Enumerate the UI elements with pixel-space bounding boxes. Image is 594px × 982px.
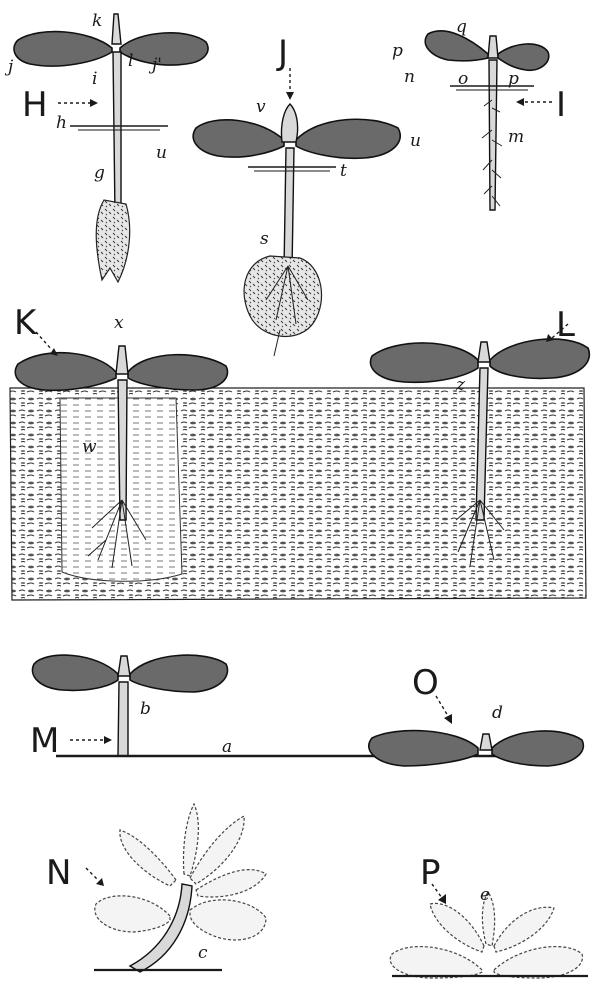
- soil-block: [10, 388, 586, 600]
- cotyledon-left: [32, 655, 118, 690]
- label-o: o: [458, 69, 468, 89]
- label-p-left: p: [392, 41, 403, 61]
- label-u-h: u: [156, 143, 167, 163]
- arrowhead: [516, 98, 524, 106]
- pointer-arrow: [36, 332, 52, 350]
- label-a: a: [222, 737, 232, 757]
- label-g: g: [94, 163, 105, 183]
- seedling-o: O d: [369, 663, 584, 766]
- label-n: n: [404, 67, 415, 87]
- seedling-p: P e: [390, 853, 588, 978]
- caption-h: H: [22, 85, 48, 125]
- caption-n: N: [46, 853, 71, 893]
- seedling-h: H k l j j' i h u g: [4, 11, 208, 282]
- cotyledon-right: [296, 119, 400, 158]
- root-clump: [244, 256, 321, 336]
- cotyledon-left: [15, 353, 116, 391]
- caption-j: J: [276, 33, 288, 73]
- arrowhead: [104, 736, 112, 744]
- plumule: [478, 342, 490, 362]
- plumule: [116, 346, 128, 374]
- leaf-upper-left: [120, 830, 176, 886]
- label-x: x: [114, 313, 124, 333]
- arrowhead: [90, 99, 98, 107]
- base-leaf-right: [494, 947, 582, 978]
- cotyledon-right: [190, 900, 266, 940]
- cotyledon-left: [193, 120, 284, 157]
- arrowhead: [438, 894, 446, 904]
- caption-p: P: [420, 853, 441, 893]
- cotyledon-right: [492, 731, 583, 766]
- label-k: k: [92, 11, 102, 31]
- seedling-n: N c: [46, 804, 266, 972]
- seed-coat-right: [498, 44, 549, 70]
- hypocotyl: [118, 682, 128, 756]
- label-h: h: [56, 113, 67, 133]
- plumule: [488, 36, 498, 58]
- caption-i: I: [556, 85, 566, 125]
- hypocotyl: [113, 52, 121, 215]
- caption-m: M: [30, 721, 59, 761]
- root-clump: [96, 200, 129, 282]
- label-c: c: [198, 943, 208, 963]
- label-e: e: [480, 885, 490, 905]
- seedling-i: I p q n o p m: [392, 17, 566, 210]
- caption-k: K: [14, 303, 38, 343]
- label-v: v: [256, 97, 266, 117]
- cotyledon-right: [130, 655, 228, 692]
- label-t: t: [340, 161, 347, 181]
- label-u-j: u: [410, 131, 421, 151]
- arrowhead: [286, 92, 294, 100]
- label-q: q: [456, 17, 467, 37]
- label-d: d: [492, 703, 503, 723]
- label-i: i: [92, 69, 97, 89]
- arrowhead: [96, 878, 104, 886]
- label-j-left: j: [4, 57, 14, 77]
- label-p-right: p: [508, 69, 519, 89]
- plumule: [480, 734, 492, 750]
- leaf-right: [494, 907, 554, 952]
- cotyledon-left: [95, 896, 170, 932]
- base-leaf-left: [390, 947, 482, 978]
- seedling-j: J v u t s: [193, 33, 421, 356]
- label-m: m: [508, 127, 524, 147]
- plumule: [112, 14, 121, 44]
- label-s: s: [260, 229, 269, 249]
- plumule: [118, 656, 130, 676]
- cotyledon-left: [369, 731, 478, 766]
- label-z: z: [455, 375, 466, 395]
- caption-l: L: [556, 305, 575, 345]
- cotyledon-left: [14, 32, 112, 66]
- pointer-arrow: [86, 868, 98, 880]
- arrowhead: [444, 714, 452, 724]
- label-w: w: [82, 437, 97, 457]
- plumule-bud: [281, 104, 297, 142]
- hypocotyl: [118, 380, 127, 520]
- cotyledon-right: [128, 355, 228, 390]
- caption-o: O: [412, 663, 439, 703]
- label-b: b: [140, 699, 151, 719]
- leaf-top: [183, 804, 198, 876]
- leaf-left: [430, 903, 484, 952]
- label-l: l: [128, 51, 133, 71]
